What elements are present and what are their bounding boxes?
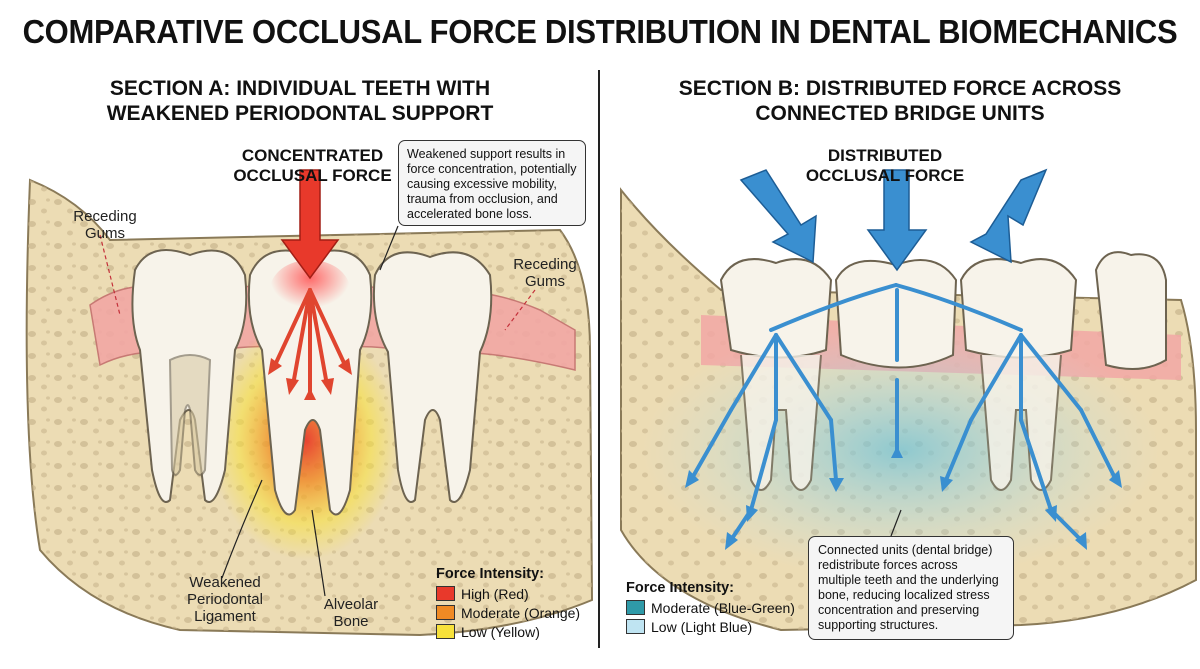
distributed-force-arrows <box>739 168 1048 272</box>
callout-a-line: trauma from occlusion, and <box>407 192 558 206</box>
legend-a-item-label: Low (Yellow) <box>461 623 540 640</box>
alveolar-bone-label: Alveolar Bone <box>306 596 396 630</box>
pdl-label-line: Periodontal <box>187 591 263 608</box>
legend-b-item: Moderate (Blue-Green) <box>626 598 795 617</box>
legend-swatch-moderate <box>436 605 455 620</box>
legend-a-item: Low (Yellow) <box>436 622 580 641</box>
legend-swatch-low-blue <box>626 619 645 634</box>
pdl-label: Weakened Periodontal Ligament <box>170 574 280 625</box>
section-b-title: SECTION B: DISTRIBUTED FORCE ACROSS CONN… <box>640 76 1160 126</box>
legend-b-title: Force Intensity: <box>626 580 734 596</box>
concentrated-force-arrow <box>280 169 340 280</box>
receding-gums-left-line: Receding <box>73 208 137 225</box>
callout-a-line: Weakened support results in <box>407 147 566 161</box>
receding-gums-right-line: Gums <box>524 273 565 290</box>
neighbor-tooth <box>1094 251 1167 370</box>
concentrated-force-label-line1: CONCENTRATED <box>241 146 384 165</box>
section-b-title-line1: SECTION B: DISTRIBUTED FORCE ACROSS <box>678 77 1122 100</box>
receding-gums-left-line: Gums <box>84 225 125 242</box>
concentrated-force-label-line2: OCCLUSAL FORCE <box>233 166 392 185</box>
legend-a-item: High (Red) <box>436 584 580 603</box>
legend-a-item: Moderate (Orange) <box>436 603 580 622</box>
callout-b-line: multiple teeth and the underlying <box>818 573 999 587</box>
legend-a-item-label: Moderate (Orange) <box>461 604 581 621</box>
pdl-label-line: Ligament <box>194 608 256 625</box>
page-title: COMPARATIVE OCCLUSAL FORCE DISTRIBUTION … <box>22 12 1178 51</box>
legend-a-item-label: High (Red) <box>461 585 529 602</box>
legend-b-item: Low (Light Blue) <box>626 617 795 636</box>
section-divider <box>598 70 600 648</box>
legend-swatch-low <box>436 624 455 639</box>
tooth-left <box>131 249 248 503</box>
callout-a-line: force concentration, potentially <box>407 162 577 176</box>
legend-a: Force Intensity: High (Red) Moderate (Or… <box>436 566 580 641</box>
receding-gums-label-right: Receding Gums <box>500 256 590 290</box>
section-b-title-line2: CONNECTED BRIDGE UNITS <box>755 102 1045 125</box>
distributed-force-label: DISTRIBUTED OCCLUSAL FORCE <box>800 146 970 186</box>
stress-arrows <box>273 288 347 394</box>
section-a-illustration <box>25 169 594 637</box>
callout-b-line: supporting structures. <box>818 618 939 632</box>
callout-b-line: concentration and preserving <box>818 603 980 617</box>
tooth-right <box>372 251 493 503</box>
pdl-label-line: Weakened <box>189 574 261 591</box>
section-a-title: SECTION A: INDIVIDUAL TEETH WITH WEAKENE… <box>60 76 540 126</box>
callout-a-line: accelerated bone loss. <box>407 207 533 221</box>
spread-arrows <box>689 283 1118 542</box>
alveolar-bone-label-line: Bone <box>333 613 369 630</box>
callout-b-line: redistribute forces across <box>818 558 958 572</box>
section-a-title-line2: WEAKENED PERIODONTAL SUPPORT <box>106 102 494 125</box>
legend-a-title: Force Intensity: <box>436 566 544 582</box>
legend-swatch-high <box>436 586 455 601</box>
callout-a-line: causing excessive mobility, <box>407 177 557 191</box>
legend-b-item-label: Low (Light Blue) <box>651 618 753 635</box>
callout-b: Connected units (dental bridge) redistri… <box>808 536 1014 640</box>
receding-gums-label-left: Receding Gums <box>60 208 150 242</box>
legend-b: Force Intensity: Moderate (Blue-Green) L… <box>626 580 795 636</box>
callout-b-line: Connected units (dental bridge) <box>818 543 993 557</box>
legend-b-item-label: Moderate (Blue-Green) <box>651 599 795 616</box>
distributed-force-label-line2: OCCLUSAL FORCE <box>805 166 965 185</box>
concentrated-force-label: CONCENTRATED OCCLUSAL FORCE <box>230 146 395 186</box>
section-b-illustration <box>620 168 1197 632</box>
section-a-title-line1: SECTION A: INDIVIDUAL TEETH WITH <box>109 77 491 100</box>
callout-a: Weakened support results in force concen… <box>398 140 586 226</box>
callout-b-line: bone, reducing localized stress <box>818 588 990 602</box>
receding-gums-right-line: Receding <box>513 256 577 273</box>
alveolar-bone-label-line: Alveolar <box>323 596 379 613</box>
distributed-force-label-line1: DISTRIBUTED <box>827 146 943 165</box>
legend-swatch-moderate-blue <box>626 600 645 615</box>
